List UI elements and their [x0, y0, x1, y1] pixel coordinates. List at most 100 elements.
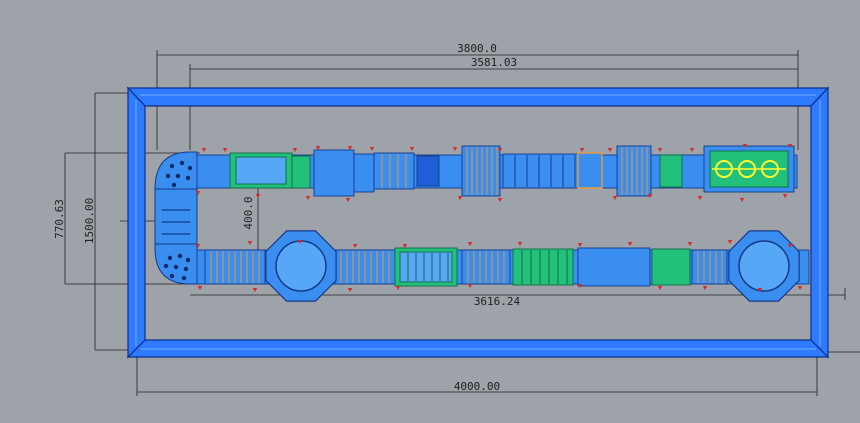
- anchor-marker: [797, 286, 803, 290]
- anchor-marker: [577, 243, 583, 247]
- dim-left-outer-label: 1500.00: [83, 198, 96, 244]
- anchor-marker: [612, 196, 618, 200]
- anchor-marker: [607, 148, 613, 152]
- top-blue-panel-1: [416, 155, 440, 187]
- anchor-marker: [247, 241, 253, 245]
- vent-hole: [171, 182, 177, 188]
- top-green-module-1-inner: [235, 156, 287, 185]
- anchor-marker: [409, 147, 415, 151]
- dim-top-inner-label: 3581.03: [471, 56, 517, 69]
- outer-inflatable-frame: [126, 86, 830, 359]
- dim-bottom-label: 4000.00: [454, 380, 500, 393]
- u-turn-top-cap: [154, 151, 198, 190]
- bottom-block-a: [577, 247, 651, 287]
- anchor-marker: [702, 286, 708, 290]
- u-turn-bottom-holes: [163, 253, 191, 281]
- top-orange-block: [577, 152, 603, 189]
- anchor-marker: [197, 286, 203, 290]
- left-u-turn-section: [154, 151, 198, 285]
- anchor-marker: [467, 284, 473, 288]
- anchor-marker: [222, 148, 228, 152]
- octagon-platform-left-center: [275, 240, 327, 292]
- anchor-marker: [497, 198, 503, 202]
- anchor-marker: [252, 288, 258, 292]
- frame-top-tube: [126, 87, 830, 107]
- u-turn-top-holes: [165, 160, 193, 188]
- anchor-marker: [579, 148, 585, 152]
- anchor-markers: [195, 144, 803, 292]
- vent-hole: [183, 266, 189, 272]
- anchor-marker: [657, 148, 663, 152]
- anchor-marker: [347, 288, 353, 292]
- anchor-marker: [497, 148, 503, 152]
- anchor-marker: [452, 147, 458, 151]
- top-block-a: [313, 149, 355, 197]
- vent-hole: [173, 264, 179, 270]
- anchor-marker: [457, 196, 463, 200]
- top-striped-module-1: [461, 145, 501, 197]
- vent-hole: [177, 253, 183, 259]
- u-turn-middle-chamber: [154, 188, 198, 245]
- vent-hole: [165, 173, 171, 179]
- anchor-marker: [697, 196, 703, 200]
- top-block-d: [502, 153, 579, 189]
- anchor-marker: [347, 146, 353, 150]
- anchor-marker: [739, 198, 745, 202]
- dim-top-outer-label: 3800.0: [457, 42, 497, 55]
- anchor-marker: [577, 284, 583, 288]
- vent-hole: [167, 255, 173, 261]
- anchor-marker: [305, 196, 311, 200]
- u-turn-bottom-cap: [154, 243, 198, 285]
- anchor-marker: [345, 198, 351, 202]
- anchor-marker: [315, 146, 321, 150]
- top-block-b: [353, 153, 375, 193]
- anchor-marker: [787, 244, 793, 248]
- anchor-marker: [255, 194, 261, 198]
- octagon-platform-right-center: [738, 240, 790, 292]
- vent-hole: [185, 175, 191, 181]
- bottom-green-module-1-inner: [399, 251, 453, 283]
- vent-hole: [163, 263, 169, 269]
- bottom-green-module-3: [651, 248, 691, 286]
- anchor-marker: [782, 194, 788, 198]
- top-striped-module-2: [616, 145, 652, 197]
- bottom-green-module-2: [512, 248, 574, 286]
- top-track: [196, 145, 798, 197]
- vent-hole: [181, 275, 187, 281]
- anchor-marker: [647, 194, 653, 198]
- anchor-marker: [195, 191, 201, 195]
- anchor-marker: [657, 286, 663, 290]
- anchor-marker: [195, 244, 201, 248]
- bottom-stripes: [210, 250, 723, 284]
- anchor-marker: [687, 242, 693, 246]
- anchor-marker: [627, 242, 633, 246]
- top-block-c: [373, 152, 415, 190]
- vent-hole: [169, 273, 175, 279]
- anchor-marker: [292, 148, 298, 152]
- top-green-module-2: [291, 155, 311, 189]
- octagon-platforms: [265, 230, 800, 302]
- anchor-marker: [352, 244, 358, 248]
- dim-gap-label: 400.0: [242, 196, 255, 229]
- vent-hole: [169, 163, 175, 169]
- anchor-marker: [467, 242, 473, 246]
- top-stripes: [381, 147, 648, 195]
- anchor-marker: [757, 288, 763, 292]
- anchor-marker: [689, 148, 695, 152]
- anchor-marker: [297, 240, 303, 244]
- vent-hole: [179, 160, 185, 166]
- anchor-marker: [395, 286, 401, 290]
- anchor-marker: [369, 147, 375, 151]
- vent-hole: [185, 257, 191, 263]
- vent-hole: [175, 173, 181, 179]
- anchor-marker: [517, 242, 523, 246]
- anchor-marker: [787, 144, 793, 148]
- top-green-module-3: [659, 154, 683, 188]
- dim-left-inner-label: 770.63: [53, 199, 66, 239]
- anchor-marker: [201, 148, 207, 152]
- anchor-marker: [727, 240, 733, 244]
- dimension-labels: 3800.0 3581.03 3616.24 4000.00 1500.00 7…: [53, 42, 521, 393]
- top-end-rings: [712, 160, 786, 178]
